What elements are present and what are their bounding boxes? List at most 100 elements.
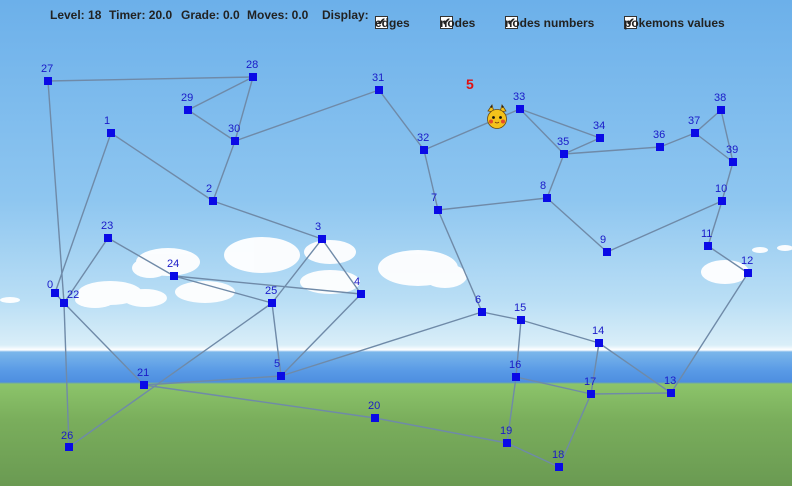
edge-35-8 bbox=[546, 153, 565, 199]
hud-bar: Level: 18 Timer: 20.0 Grade: 0.0 Moves: … bbox=[0, 0, 792, 30]
edge-23-24 bbox=[107, 237, 175, 277]
checkbox-nodes-numbers-label: nodes numbers bbox=[505, 16, 595, 30]
edge-35-36 bbox=[563, 146, 661, 155]
edge-25-26 bbox=[68, 302, 273, 448]
edge-18-19 bbox=[506, 442, 560, 468]
node-22[interactable] bbox=[60, 299, 68, 307]
edge-31-32 bbox=[378, 89, 425, 151]
edge-6-15 bbox=[481, 311, 522, 321]
edge-30-31 bbox=[234, 89, 380, 142]
checkbox-check-icon[interactable]: ✔ bbox=[624, 16, 637, 29]
node-37[interactable] bbox=[691, 129, 699, 137]
node-number-10: 10 bbox=[715, 183, 727, 195]
node-27[interactable] bbox=[44, 77, 52, 85]
node-17[interactable] bbox=[587, 390, 595, 398]
edge-10-11 bbox=[707, 200, 723, 247]
node-number-25: 25 bbox=[265, 285, 277, 297]
node-24[interactable] bbox=[170, 272, 178, 280]
edge-22-21 bbox=[63, 302, 145, 386]
node-13[interactable] bbox=[667, 389, 675, 397]
node-5[interactable] bbox=[277, 372, 285, 380]
node-4[interactable] bbox=[357, 290, 365, 298]
node-3[interactable] bbox=[318, 235, 326, 243]
edge-39-10 bbox=[721, 161, 734, 202]
display-label: Display: bbox=[322, 8, 369, 22]
node-number-16: 16 bbox=[509, 359, 521, 371]
edge-14-17 bbox=[590, 342, 600, 395]
edges-group bbox=[47, 76, 749, 468]
node-15[interactable] bbox=[517, 316, 525, 324]
node-31[interactable] bbox=[375, 86, 383, 94]
node-36[interactable] bbox=[656, 143, 664, 151]
edge-24-4 bbox=[173, 275, 362, 295]
node-10[interactable] bbox=[718, 197, 726, 205]
node-38[interactable] bbox=[717, 106, 725, 114]
node-29[interactable] bbox=[184, 106, 192, 114]
checkbox-check-icon[interactable]: ✔ bbox=[375, 16, 388, 29]
node-11[interactable] bbox=[704, 242, 712, 250]
edge-21-5 bbox=[143, 375, 282, 386]
edge-33-34 bbox=[519, 108, 601, 139]
node-32[interactable] bbox=[420, 146, 428, 154]
node-7[interactable] bbox=[434, 206, 442, 214]
cloud-center-left bbox=[132, 248, 235, 303]
node-number-7: 7 bbox=[431, 192, 437, 204]
node-6[interactable] bbox=[478, 308, 486, 316]
edge-17-18 bbox=[558, 393, 592, 468]
node-23[interactable] bbox=[104, 234, 112, 242]
node-number-17: 17 bbox=[584, 376, 596, 388]
edge-10-9 bbox=[606, 200, 723, 253]
node-number-12: 12 bbox=[741, 255, 753, 267]
node-30[interactable] bbox=[231, 137, 239, 145]
node-14[interactable] bbox=[595, 339, 603, 347]
node-18[interactable] bbox=[555, 463, 563, 471]
node-19[interactable] bbox=[503, 439, 511, 447]
node-number-0: 0 bbox=[47, 279, 53, 291]
edge-4-5 bbox=[280, 293, 362, 377]
checkbox-pokemons-values-label: pokemons values bbox=[624, 16, 725, 30]
pokemon-value: 5 bbox=[466, 76, 474, 92]
node-16[interactable] bbox=[512, 373, 520, 381]
node-number-34: 34 bbox=[593, 120, 605, 132]
node-number-8: 8 bbox=[540, 180, 546, 192]
node-35[interactable] bbox=[560, 150, 568, 158]
node-8[interactable] bbox=[543, 194, 551, 202]
node-number-18: 18 bbox=[552, 449, 564, 461]
node-1[interactable] bbox=[107, 129, 115, 137]
edge-37-39 bbox=[694, 132, 734, 163]
node-26[interactable] bbox=[65, 443, 73, 451]
node-number-33: 33 bbox=[513, 91, 525, 103]
cloud-small-left bbox=[0, 297, 20, 303]
edge-5-6 bbox=[280, 311, 483, 377]
node-12[interactable] bbox=[744, 269, 752, 277]
checkbox-nodes-label: nodes bbox=[440, 16, 476, 30]
pokemon[interactable]: 5 bbox=[466, 76, 507, 129]
checkbox-check-icon[interactable]: ✔ bbox=[440, 16, 453, 29]
checkbox-check-icon[interactable]: ✔ bbox=[505, 16, 518, 29]
edge-34-35 bbox=[563, 137, 601, 155]
node-number-15: 15 bbox=[514, 302, 526, 314]
node-number-14: 14 bbox=[592, 325, 604, 337]
edge-23-22 bbox=[63, 237, 109, 304]
node-2[interactable] bbox=[209, 197, 217, 205]
edge-1-0 bbox=[54, 132, 112, 294]
node-21[interactable] bbox=[140, 381, 148, 389]
edge-27-28 bbox=[47, 76, 254, 82]
timer-label: Timer: 20.0 bbox=[109, 8, 173, 22]
edge-27-22 bbox=[47, 80, 65, 304]
node-34[interactable] bbox=[596, 134, 604, 142]
node-25[interactable] bbox=[268, 299, 276, 307]
node-9[interactable] bbox=[603, 248, 611, 256]
node-33[interactable] bbox=[516, 105, 524, 113]
node-28[interactable] bbox=[249, 73, 257, 81]
node-0[interactable] bbox=[51, 289, 59, 297]
node-number-19: 19 bbox=[500, 425, 512, 437]
node-39[interactable] bbox=[729, 158, 737, 166]
level-label: Level: 18 bbox=[50, 8, 102, 22]
node-number-5: 5 bbox=[274, 358, 280, 370]
edge-8-9 bbox=[546, 197, 608, 253]
node-20[interactable] bbox=[371, 414, 379, 422]
node-number-24: 24 bbox=[167, 258, 179, 270]
